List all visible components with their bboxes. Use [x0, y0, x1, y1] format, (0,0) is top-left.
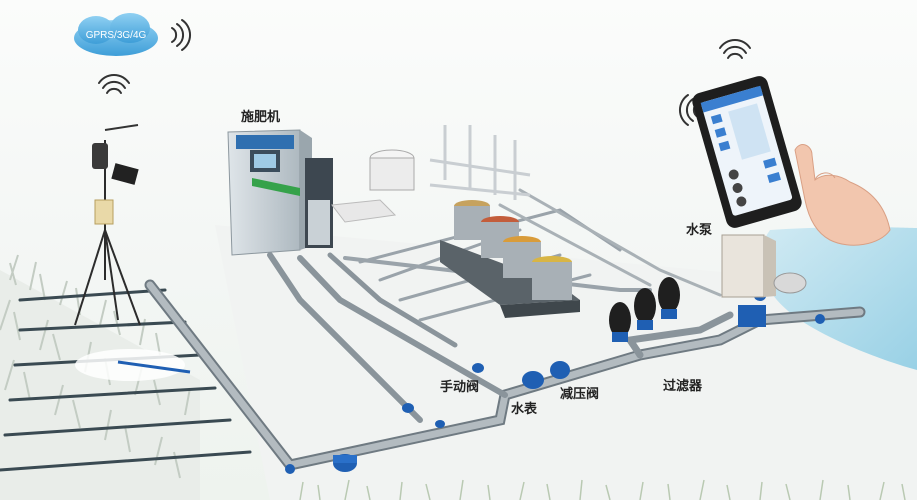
manual-valve-label: 手动阀: [440, 376, 479, 395]
water-pump-label: 水泵: [686, 219, 712, 238]
pressure-valve-body: [550, 361, 570, 379]
water-meter-body: [522, 371, 544, 389]
wifi-icon: [99, 75, 129, 93]
wifi-icon: [172, 20, 190, 50]
fertilizer-machine-label: 施肥机: [241, 106, 280, 125]
network-label: GPRS/3G/4G: [76, 30, 156, 41]
phone-app: [690, 74, 804, 230]
pressure-valve-label: 减压阀: [560, 383, 599, 402]
fertilizer-machine: [228, 130, 333, 255]
wifi-icon: [720, 40, 750, 58]
water-meter-label: 水表: [511, 398, 537, 417]
filter-label: 过滤器: [663, 375, 702, 394]
